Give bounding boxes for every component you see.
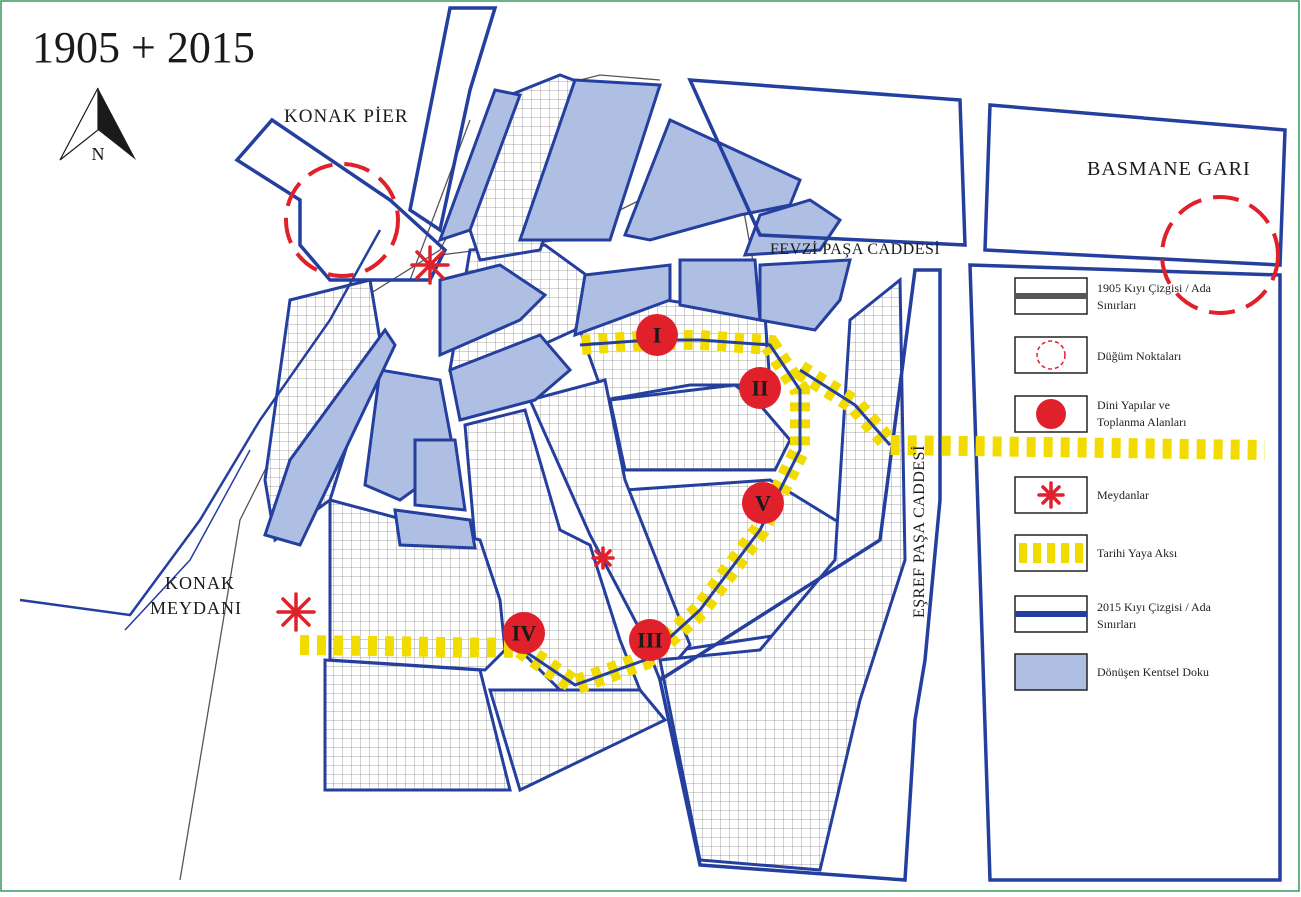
legend-shoreline-1905: 1905 Kıyı Çizgisi / Ada Sınırları	[1014, 277, 1212, 315]
square-star-2	[276, 592, 316, 632]
label-fevzi-pasa: FEVZİ PAŞA CADDESİ	[770, 240, 940, 258]
compass-icon: N	[59, 87, 136, 164]
blue-1	[437, 88, 523, 243]
coastline-left	[19, 229, 382, 617]
outline-blocks-2015	[234, 6, 1287, 882]
legend-label-2: Sınırları	[1097, 617, 1137, 631]
legend-label-2: Sınırları	[1097, 298, 1137, 312]
label-konak-pier: KONAK PİER	[284, 106, 409, 127]
east-outline	[968, 263, 1282, 882]
coastline-inner	[124, 449, 251, 631]
legend-label: Düğüm Noktaları	[1097, 349, 1182, 363]
poi-II: II	[739, 367, 781, 409]
compass-label: N	[92, 144, 105, 164]
blue-9	[448, 333, 573, 422]
map-title: 1905 + 2015	[32, 23, 255, 72]
legend-label: Meydanlar	[1097, 488, 1149, 502]
legend-label: Tarihi Yaya Aksı	[1097, 546, 1178, 560]
label-konak: KONAK	[165, 573, 235, 593]
poi-I: I	[636, 314, 678, 356]
square-star-1	[410, 245, 450, 285]
node-konak-pier	[284, 162, 400, 278]
esref-outline	[658, 268, 942, 882]
node-basmane	[1160, 195, 1280, 315]
square-star-3	[591, 546, 615, 570]
poi-label: I	[653, 323, 662, 348]
legend-label: 1905 Kıyı Çizgisi / Ada	[1097, 281, 1212, 295]
legend-squares: Meydanlar	[1014, 476, 1149, 514]
poi-IV: IV	[503, 612, 545, 654]
north-block	[687, 78, 967, 247]
blue-7	[573, 263, 672, 338]
poi-label: V	[755, 491, 771, 516]
poi-label: III	[637, 628, 663, 653]
legend-label-2: Toplanma Alanları	[1097, 415, 1187, 429]
label-meydani: MEYDANI	[150, 598, 242, 618]
pedestrian-axis	[299, 330, 1266, 697]
label-basmane-gari: BASMANE GARI	[1087, 158, 1251, 180]
basmane-block	[983, 103, 1287, 267]
legend-label: 2015 Kıyı Çizgisi / Ada	[1097, 600, 1212, 614]
blue-11	[413, 438, 467, 512]
blue-5	[758, 258, 852, 332]
legend-shoreline-2015: 2015 Kıyı Çizgisi / Ada Sınırları	[1014, 595, 1212, 633]
legend-transforming: Dönüşen Kentsel Doku	[1014, 653, 1209, 691]
north-strip	[408, 6, 498, 233]
pier-block	[234, 117, 448, 282]
legend-label: Dini Yapılar ve	[1097, 398, 1170, 412]
poi-III: III	[629, 619, 671, 661]
label-esref-pasa: EŞREF PAŞA CADDESİ	[910, 445, 928, 618]
legend: 1905 Kıyı Çizgisi / Ada Sınırları Düğüm …	[1014, 277, 1212, 691]
poi-label: II	[751, 376, 768, 401]
blue-13	[263, 327, 397, 547]
blue-4	[742, 198, 843, 257]
poi-V: V	[742, 482, 784, 524]
legend-nodes: Düğüm Noktaları	[1014, 336, 1182, 374]
legend-label: Dönüşen Kentsel Doku	[1097, 665, 1209, 679]
block-h	[323, 658, 512, 792]
transforming-blocks	[263, 78, 852, 550]
block-j	[658, 276, 907, 872]
blue-2	[517, 78, 663, 242]
legend-religious: Dini Yapılar ve Toplanma Alanları	[1014, 395, 1187, 433]
blue-3	[622, 117, 802, 242]
blue-12	[393, 508, 477, 550]
block-i	[487, 688, 668, 793]
poi-label: IV	[512, 621, 537, 646]
legend-pedestrian: Tarihi Yaya Aksı	[1014, 534, 1178, 572]
blue-6	[678, 258, 762, 322]
blue-8	[438, 263, 548, 358]
urban-blocks	[263, 73, 907, 872]
